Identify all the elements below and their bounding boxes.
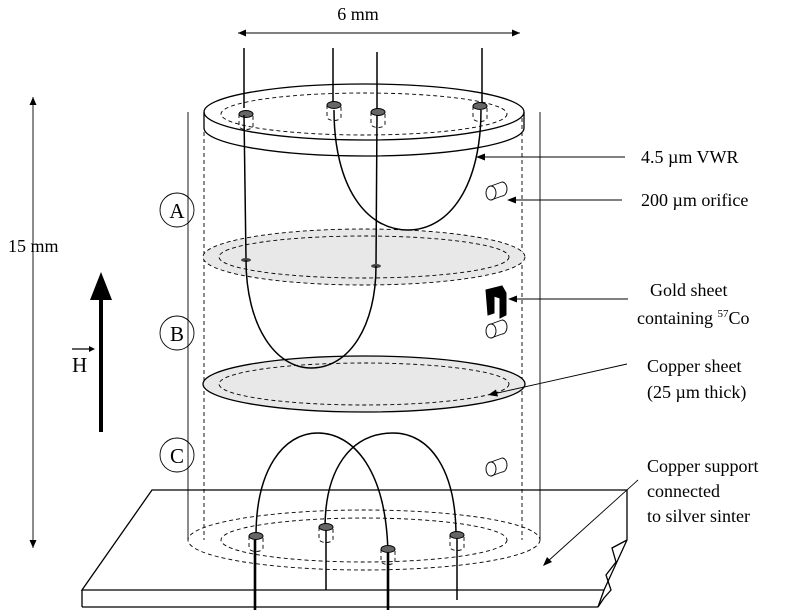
feedthrough-top-1 [238, 110, 254, 130]
chamber-c: C [159, 437, 195, 473]
field-arrow: H [72, 272, 112, 432]
feedthrough-top-3 [370, 108, 386, 128]
height-dimension: 15 mm [8, 97, 59, 548]
chamber-a: A [159, 192, 195, 228]
feedthrough-top-4 [472, 102, 488, 122]
orifice-a [485, 181, 508, 201]
gold-isotope-mass: 57 [717, 308, 729, 320]
feedthrough-bottom-4 [449, 531, 465, 551]
vwr-chamber-c [255, 432, 457, 561]
copper-support-plate [80, 489, 628, 608]
copper-sheet-label-2: (25 µm thick) [647, 382, 746, 403]
copper-sheet-label-1: Copper sheet [647, 356, 741, 376]
field-label: H [72, 353, 87, 377]
top-feedthroughs [238, 48, 488, 130]
chamber-b: B [159, 315, 195, 351]
width-label: 6 mm [337, 4, 379, 24]
chamber-c-label: C [170, 444, 184, 468]
vwr-chamber-a [333, 109, 482, 231]
gold-isotope-symbol: Co [728, 308, 749, 328]
feedthrough-top-2 [326, 101, 342, 121]
support-label-3: to silver sinter [647, 506, 750, 526]
chamber-b-label: B [170, 322, 184, 346]
gold-label-1: Gold sheet [650, 280, 727, 300]
height-label: 15 mm [8, 236, 59, 256]
width-dimension: 6 mm [238, 4, 520, 37]
gold-label-2-prefix: containing [637, 308, 717, 328]
support-label-1: Copper support [647, 456, 759, 476]
callout-orifice: 200 µm orifice [507, 190, 748, 210]
cylinder-body [187, 112, 541, 540]
top-cap [203, 83, 525, 157]
vwr-label: 4.5 µm VWR [641, 147, 739, 167]
callout-gold: Gold sheet containing 57Co [508, 280, 750, 328]
callout-vwr: 4.5 µm VWR [476, 147, 739, 167]
sheet-a-b [202, 228, 526, 286]
gold-label-2: containing 57Co [637, 308, 750, 328]
feedthrough-bottom-2 [318, 523, 334, 543]
callout-support: Copper support connected to silver sinte… [543, 456, 759, 566]
orifice-c [485, 457, 508, 477]
orifices [485, 181, 508, 477]
feedthrough-bottom-3 [380, 545, 396, 565]
copper-sheet [202, 355, 526, 413]
orifice-b [485, 319, 508, 339]
bottom-feedthroughs [248, 523, 465, 610]
gold-sheet [485, 285, 507, 319]
orifice-label: 200 µm orifice [641, 190, 748, 210]
support-label-2: connected [647, 481, 720, 501]
chamber-a-label: A [169, 199, 185, 223]
feedthrough-bottom-1 [248, 532, 264, 552]
vwr-chamber-b [241, 114, 381, 369]
callout-copper-sheet: Copper sheet (25 µm thick) [488, 356, 746, 403]
bottom-cap [187, 509, 541, 571]
